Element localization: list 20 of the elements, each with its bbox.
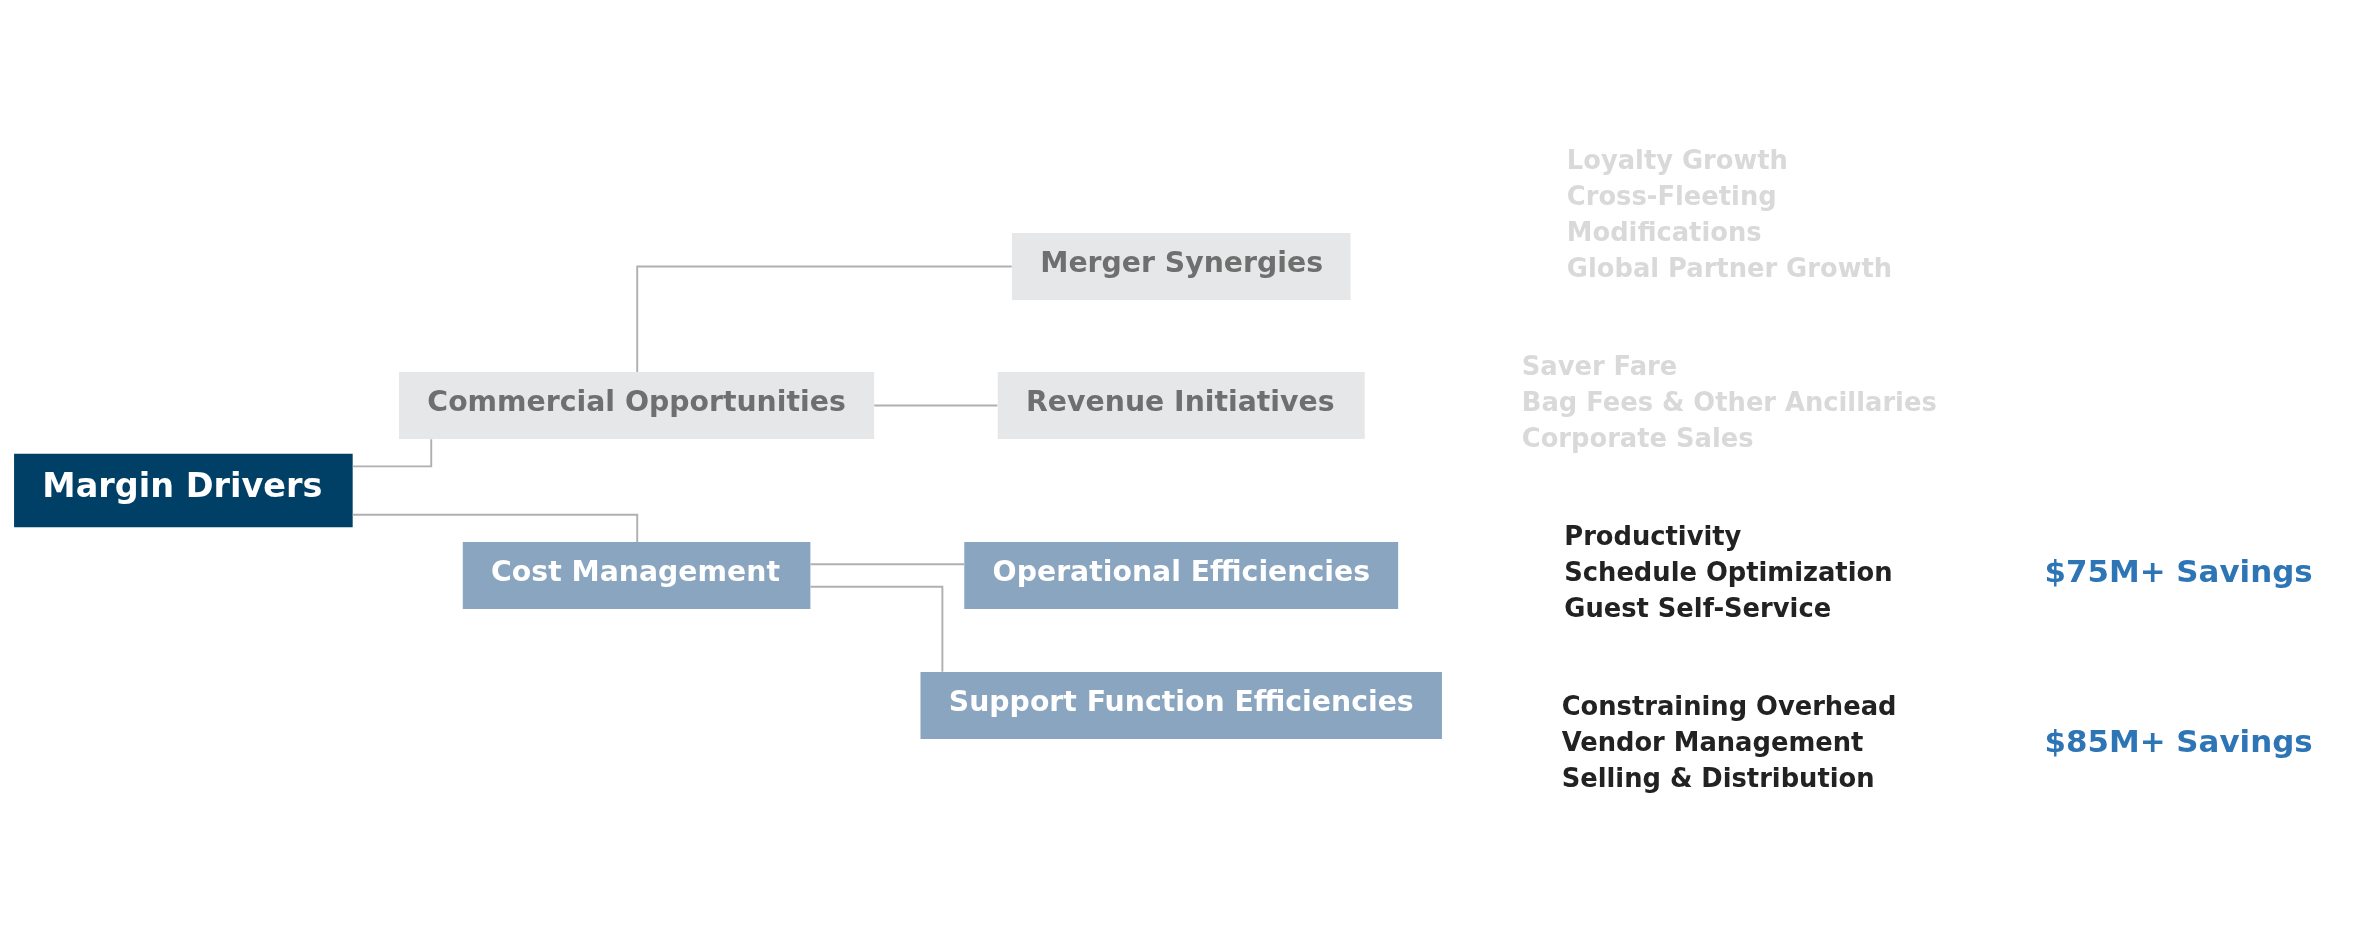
node-box: Cost Management [462,541,811,609]
node-box: Operational Efficiencies [964,541,1399,609]
label: $85M+ Savings [2044,722,2313,759]
connector [809,562,966,565]
label: $75M+ Savings [2044,552,2313,589]
node-box: Support Function Efficiencies [920,671,1442,739]
node-label: Guest Self-Service [1564,592,1832,623]
connector [351,437,433,467]
node-box: Commercial Opportunities [399,371,875,439]
node-box: Merger Synergies [1011,232,1351,300]
node-label: Productivity [1564,520,1742,551]
node-box: Margin Drivers [14,453,353,527]
node-label: Selling & Distribution [1561,762,1875,793]
node-label: Constraining Overhead [1561,690,1897,721]
connector [809,585,944,673]
node-box: Revenue Initiatives [997,371,1365,439]
connector [873,404,999,406]
node-label: Schedule Optimization [1564,556,1893,587]
node-label: Vendor Management [1561,726,1864,757]
connector [636,265,1013,373]
